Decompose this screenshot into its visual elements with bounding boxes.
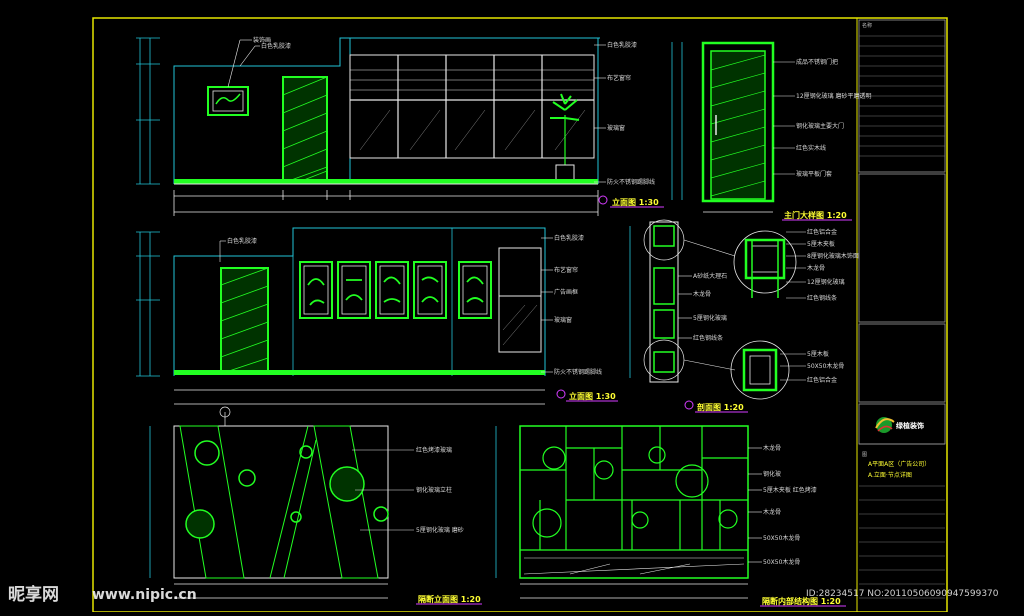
callout-e2-r2: 广告画框 — [554, 288, 578, 296]
callout-sec-r3: 木龙骨 — [807, 264, 825, 272]
elevation-4-title: 隔断内部结构图 1:20 — [762, 596, 841, 606]
callout-e3-1: 钢化玻璃立柱 — [416, 486, 452, 494]
callout-sec-b2: 红色铝合金 — [807, 376, 837, 384]
watermark-url: www.nipic.cn — [92, 587, 197, 603]
callout-sec-r1: 5厘木夹板 — [807, 240, 835, 248]
watermark-id: ID:28234517 NO:20110506090947599370 — [806, 589, 999, 599]
company-logo — [875, 417, 895, 433]
callout-e4-3: 木龙骨 — [763, 508, 781, 516]
callout-e3-0: 红色烤漆玻璃 — [416, 446, 452, 454]
callout-e1-r2: 玻璃窗 — [607, 124, 625, 132]
elevation-1-title: 立面图 1:30 — [612, 197, 659, 207]
watermark: 昵享网 www.nipic.cn ID:28234517 NO:20110506… — [8, 584, 999, 605]
callout-decor-painting: 装饰画 — [253, 36, 271, 44]
elevation-1[interactable]: 装饰画 白色乳胶漆 白色乳胶漆 布艺窗帘 玻璃窗 防火不锈钢踢脚线 立面图 1:… — [136, 36, 664, 216]
elevation-3[interactable]: 红色烤漆玻璃 钢化玻璃立柱 5厘钢化玻璃 磨砂 隔断立面图 1:20 — [149, 406, 482, 605]
svg-text:图: 图 — [862, 452, 867, 458]
callout-sec-r4: 12厘钢化玻璃 — [807, 278, 845, 286]
callout-e4-2: 5厘木夹板 红色烤漆 — [763, 486, 817, 494]
callout-latex-paint: 白色乳胶漆 — [261, 42, 291, 50]
title-block-frame — [856, 17, 948, 613]
elevation-2-title: 立面图 1:30 — [569, 391, 616, 401]
callout-sec-l2: 5厘钢化玻璃 — [693, 314, 727, 322]
callout-e2-r3: 玻璃窗 — [554, 316, 572, 324]
callout-door-3: 红色实木线 — [796, 144, 826, 152]
callout-e4-4: 50X50木龙骨 — [763, 534, 800, 542]
drawing-name: A.立面·节点详图 — [868, 471, 912, 479]
elevation-3-title: 隔断立面图 1:20 — [418, 594, 481, 604]
callout-sec-l3: 红色钢线条 — [693, 334, 723, 342]
callout-door-0: 成品不锈钢门把 — [796, 58, 838, 66]
callout-e3-2: 5厘钢化玻璃 磨砂 — [416, 526, 464, 534]
callout-sec-r5: 红色钢线条 — [807, 294, 837, 302]
door-detail[interactable]: 成品不锈钢门把 12厘钢化玻璃 磨砂平磨透明 钢化玻璃主要大门 红色实木线 玻璃… — [671, 41, 872, 221]
callout-e4-5: 50X50木龙骨 — [763, 558, 800, 566]
project-name: A平面A区（广告公司） — [868, 460, 930, 468]
door-detail-title: 主门大样图 1:20 — [784, 210, 847, 220]
callout-sec-b0: 5厘木板 — [807, 350, 829, 358]
callout-sec-b1: 50X50木龙骨 — [807, 362, 844, 370]
callout-e2-r0: 白色乳胶漆 — [554, 234, 584, 242]
callout-door-2: 钢化玻璃主要大门 — [796, 122, 844, 130]
title-block-header: 名称 — [862, 22, 872, 29]
callout-sec-l0: A砂纸大理石 — [693, 272, 727, 280]
title-block: 名称 绿植装饰 图 A平面A区（广告公司） A.立面·节点详图 — [858, 19, 946, 599]
section-detail[interactable]: A砂纸大理石 木龙骨 5厘钢化玻璃 红色钢线条 红色铝合金 5厘木夹板 8厘钢化… — [629, 219, 859, 413]
callout-sec-r0: 红色铝合金 — [807, 228, 837, 236]
callout-door-4: 玻璃平板门套 — [796, 170, 832, 178]
watermark-brand: 昵享网 — [8, 584, 59, 605]
callout-e4-0: 木龙骨 — [763, 444, 781, 452]
callout-e1-r0: 白色乳胶漆 — [607, 41, 637, 49]
callout-sec-r2: 8厘钢化玻璃木饰面 — [807, 252, 859, 260]
elevation-4[interactable]: 木龙骨 钢化玻 5厘木夹板 红色烤漆 木龙骨 50X50木龙骨 50X50木龙骨… — [495, 425, 846, 607]
elevation-2[interactable]: 白色乳胶漆 白色乳胶漆 布艺窗帘 广告画框 玻璃窗 防火不锈钢踢脚线 立面图 1… — [136, 227, 618, 405]
ad-frames — [299, 261, 492, 319]
callout-e1-r1: 布艺窗帘 — [607, 74, 631, 82]
callout-e2-top: 白色乳胶漆 — [227, 237, 257, 245]
company-name: 绿植装饰 — [896, 421, 924, 430]
section-title: 剖面图 1:20 — [697, 402, 744, 412]
callout-e4-1: 钢化玻 — [763, 470, 781, 478]
callout-door-1: 12厘钢化玻璃 磨砂平磨透明 — [796, 92, 872, 100]
callout-sec-l1: 木龙骨 — [693, 290, 711, 298]
callout-e1-r3: 防火不锈钢踢脚线 — [607, 178, 655, 186]
callout-e2-r4: 防火不锈钢踢脚线 — [554, 368, 602, 376]
callout-e2-r1: 布艺窗帘 — [554, 266, 578, 274]
plant-icon — [550, 93, 580, 184]
